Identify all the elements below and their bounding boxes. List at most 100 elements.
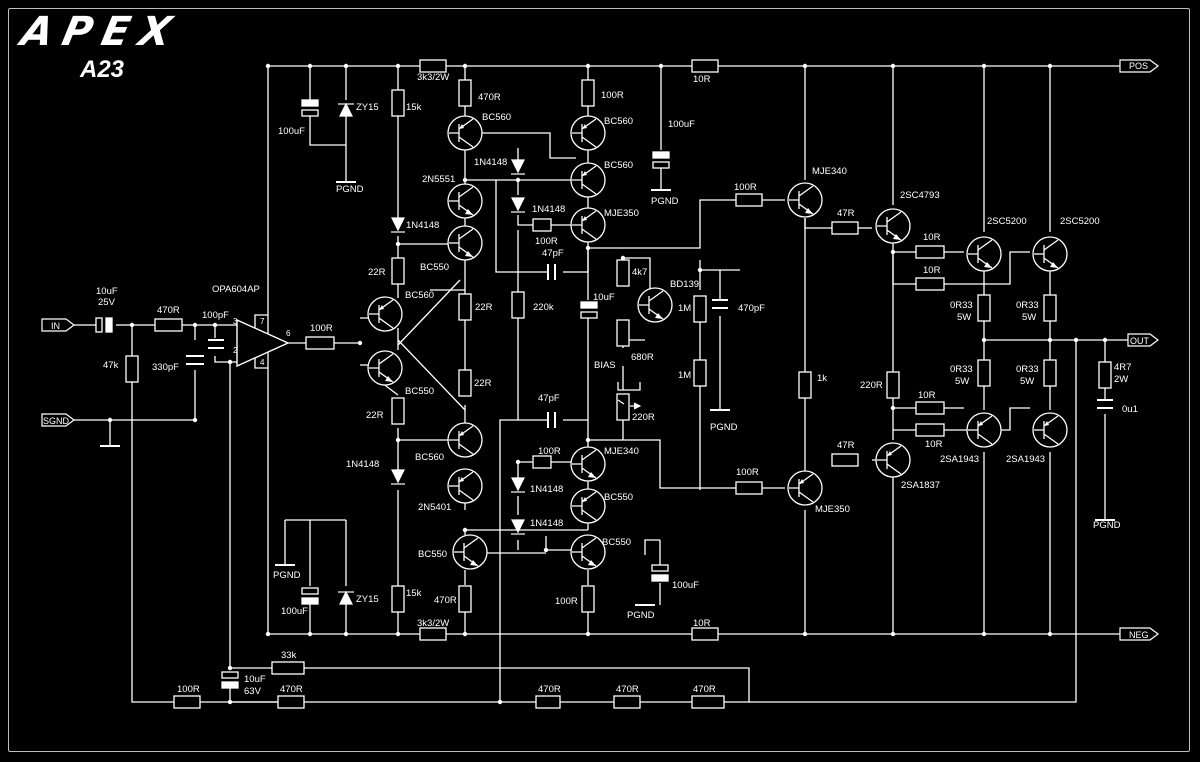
junction-dot — [890, 405, 896, 411]
label-47r-1: 47R — [837, 208, 855, 219]
transistor-symbol — [637, 287, 673, 323]
transistors — [367, 115, 1068, 570]
label-470r-t: 470R — [478, 92, 501, 103]
junction-dot — [585, 63, 591, 69]
label-100r-t: 100R — [601, 90, 624, 101]
junction-dot — [107, 417, 113, 423]
label-0r33-1: 0R33 — [950, 300, 973, 311]
transistor-symbol — [875, 442, 911, 478]
port-sgnd: SGND — [43, 416, 70, 426]
label-100r-5: 100R — [736, 467, 759, 478]
label-47pf-1: 47pF — [542, 248, 564, 259]
junction-dot — [1102, 337, 1108, 343]
label-pgnd-6: PGND — [627, 610, 655, 621]
junction-dot — [265, 63, 271, 69]
diodes — [338, 102, 525, 605]
junction-dot — [515, 177, 521, 183]
junction-dot — [515, 459, 521, 465]
label-2sc5200-1: 2SC5200 — [987, 216, 1027, 227]
junction-dot — [357, 340, 363, 346]
label-22r-3: 22R — [474, 378, 492, 389]
label-zy15-top: ZY15 — [356, 102, 379, 113]
wires — [74, 65, 1128, 703]
label-bc550-b3: BC550 — [602, 537, 631, 548]
label-100r-op: 100R — [310, 323, 333, 334]
label-mje350-2: MJE350 — [815, 504, 850, 515]
label-1n4148-4: 1N4148 — [346, 459, 379, 470]
junction-dot — [227, 699, 233, 705]
label-22r-2: 22R — [475, 302, 493, 313]
transistor-symbol — [570, 446, 606, 482]
brand-model: A23 — [80, 56, 125, 83]
junction-dot — [802, 631, 808, 637]
label-470r-fb1: 470R — [280, 684, 303, 695]
transistor-symbol — [447, 468, 483, 504]
junction-dot — [307, 63, 313, 69]
junction-dot — [1047, 631, 1053, 637]
junction-dot — [395, 63, 401, 69]
label-2sc4793: 2SC4793 — [900, 190, 940, 201]
label-330pf: 330pF — [152, 362, 179, 373]
label-470r-in: 470R — [157, 305, 180, 316]
label-bd139: BD139 — [670, 279, 699, 290]
label-100r-4: 100R — [538, 446, 561, 457]
label-33k: 33k — [281, 650, 297, 661]
label-100uf-bm: 100uF — [672, 580, 699, 591]
schematic-frame — [8, 8, 1190, 752]
junction-dot — [1047, 337, 1053, 343]
label-1n4148-2: 1N4148 — [532, 204, 565, 215]
label-2w: 2W — [1114, 374, 1128, 385]
label-0r33-3: 0R33 — [950, 364, 973, 375]
label-1m-1: 1M — [678, 303, 691, 314]
component-labels: POS NEG OUT IN SGND OPA604AP 3 2 7 4 6 3… — [43, 61, 1150, 697]
label-bc560-mid: BC560 — [405, 290, 434, 301]
junction-dot — [585, 631, 591, 637]
label-220r: 220R — [632, 412, 655, 423]
transistor-symbol — [447, 183, 483, 219]
label-10uf-mid: 10uF — [593, 292, 615, 303]
label-100r-2: 100R — [535, 236, 558, 247]
label-bc560-3: BC560 — [604, 160, 633, 171]
opamp-pin6: 6 — [286, 329, 291, 338]
label-220k: 220k — [533, 302, 554, 313]
transistor-symbol — [570, 115, 606, 151]
label-bias: BIAS — [594, 360, 616, 371]
label-2sa1943-2: 2SA1943 — [1006, 454, 1045, 465]
label-10r-top: 10R — [693, 74, 711, 85]
label-470r-fb3: 470R — [616, 684, 639, 695]
port-out: OUT — [1130, 336, 1150, 346]
label-220r-b: 220R — [860, 380, 883, 391]
label-25v: 25V — [98, 297, 116, 308]
junction-dot — [343, 631, 349, 637]
transistor-symbol — [787, 182, 823, 218]
label-470pf: 470pF — [738, 303, 765, 314]
transistor-symbol — [367, 350, 403, 386]
transistor-symbol — [447, 422, 483, 458]
label-bc550-b2: BC550 — [418, 549, 447, 560]
transistor-symbol — [452, 534, 488, 570]
junction-dot — [981, 337, 987, 343]
label-2n5401: 2N5401 — [418, 502, 451, 513]
label-3k3-bot: 3k3/2W — [417, 618, 449, 629]
label-1n4148-5: 1N4148 — [530, 484, 563, 495]
junction-dot — [192, 322, 198, 328]
junction-dot — [212, 322, 218, 328]
junction-dot — [890, 63, 896, 69]
label-zy15-bot: ZY15 — [356, 594, 379, 605]
junction-dot — [620, 255, 626, 261]
label-pgnd-3: PGND — [710, 422, 738, 433]
transistor-symbol — [787, 470, 823, 506]
port-tags — [41, 59, 1159, 641]
junction-dot — [462, 631, 468, 637]
label-5w-1: 5W — [957, 312, 971, 323]
label-bc550-mid: BC550 — [405, 386, 434, 397]
label-47pf-2: 47pF — [538, 393, 560, 404]
label-0r33-2: 0R33 — [1016, 300, 1039, 311]
transistor-symbol — [1032, 412, 1068, 448]
label-bc560-2: BC560 — [604, 116, 633, 127]
label-pgnd-5: PGND — [273, 570, 301, 581]
label-100uf-tm: 100uF — [668, 119, 695, 130]
label-2sa1943-1: 2SA1943 — [940, 454, 979, 465]
capacitors — [186, 264, 1113, 428]
label-0u1: 0u1 — [1122, 404, 1138, 415]
